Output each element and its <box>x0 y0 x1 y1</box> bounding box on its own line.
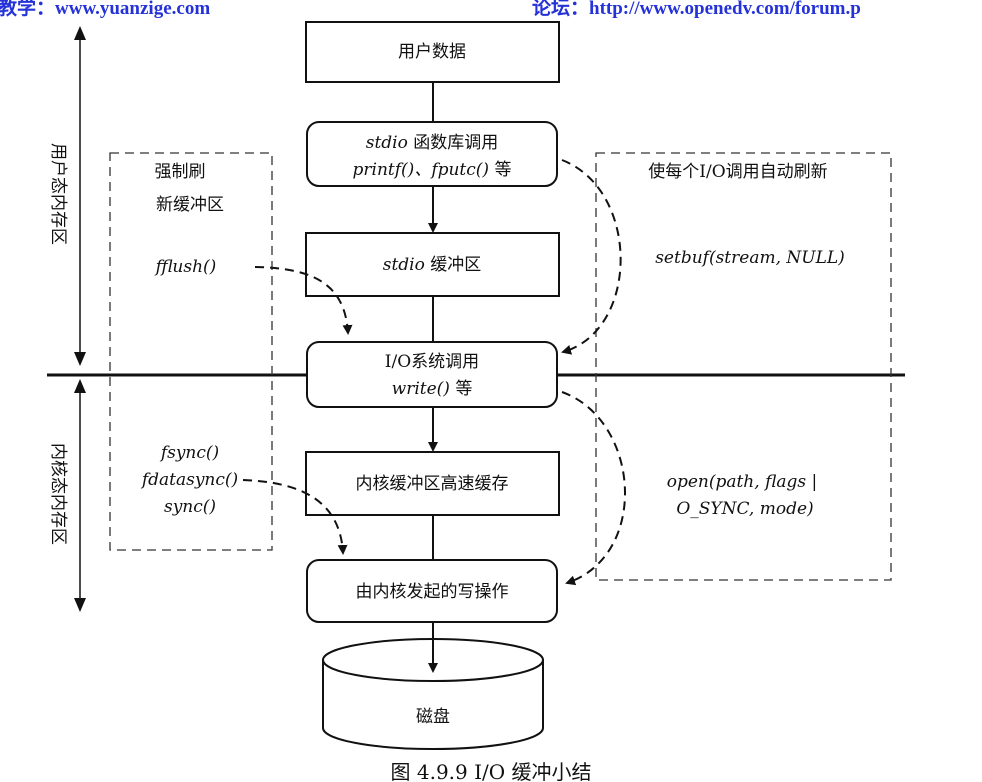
sync-call-label: sync() <box>164 497 216 517</box>
kernel-write-label: 由内核发起的写操作 <box>356 582 509 602</box>
io-syscall-label-line2: write() 等 <box>392 379 473 399</box>
open-osync-line1: open(path, flags | <box>667 472 818 492</box>
kernel-cache-label: 内核缓冲区高速缓存 <box>356 474 509 494</box>
fdatasync-call-label: fdatasync() <box>140 470 238 490</box>
auto-flush-region <box>595 152 892 581</box>
figure-caption: 图 4.9.9 I/O 缓冲小结 <box>391 760 592 782</box>
force-flush-title-line1: 强制刷 <box>155 162 206 182</box>
header-right-text: 论坛：http://www.openedv.com/forum.p <box>532 0 861 19</box>
force-flush-title-line2: 新缓冲区 <box>156 195 224 215</box>
disk-label: 磁盘 <box>416 707 450 727</box>
kernel-space-label: 内核态内存区 <box>48 443 68 545</box>
setbuf-dashed-arrow <box>561 159 622 355</box>
header-left-text: 教学：www.yuanzige.com <box>0 0 210 19</box>
io-syscall-box <box>306 341 558 408</box>
stdio-buffer-label: stdio 缓冲区 <box>383 255 482 275</box>
kernel-space-range-arrow <box>74 379 86 612</box>
user-space-range-arrow <box>74 26 86 366</box>
setbuf-call-label: setbuf(stream, NULL) <box>655 248 845 268</box>
fflush-call-label: fflush() <box>154 257 217 277</box>
io-syscall-label-line1: I/O系统调用 <box>385 352 479 372</box>
stdio-library-label-line1: stdio 函数库调用 <box>366 133 499 153</box>
user-data-box <box>305 21 560 83</box>
user-data-label: 用户数据 <box>398 42 466 62</box>
stdio-library-label-line2: printf()、fputc() 等 <box>353 160 512 180</box>
fsync-dashed-arrow <box>242 479 348 555</box>
fsync-call-label: fsync() <box>159 443 219 463</box>
fflush-dashed-arrow <box>254 266 353 335</box>
disk-cylinder <box>322 622 544 750</box>
user-space-label: 用户态内存区 <box>48 143 68 245</box>
stdio-library-box <box>306 121 558 187</box>
force-flush-region <box>109 152 273 551</box>
osync-dashed-arrow <box>561 391 626 586</box>
auto-flush-title: 使每个I/O调用自动刷新 <box>648 161 827 182</box>
kernel-cache-box <box>305 451 560 516</box>
stdio-buffer-box <box>305 232 560 297</box>
open-osync-line2: O_SYNC, mode) <box>676 499 813 519</box>
